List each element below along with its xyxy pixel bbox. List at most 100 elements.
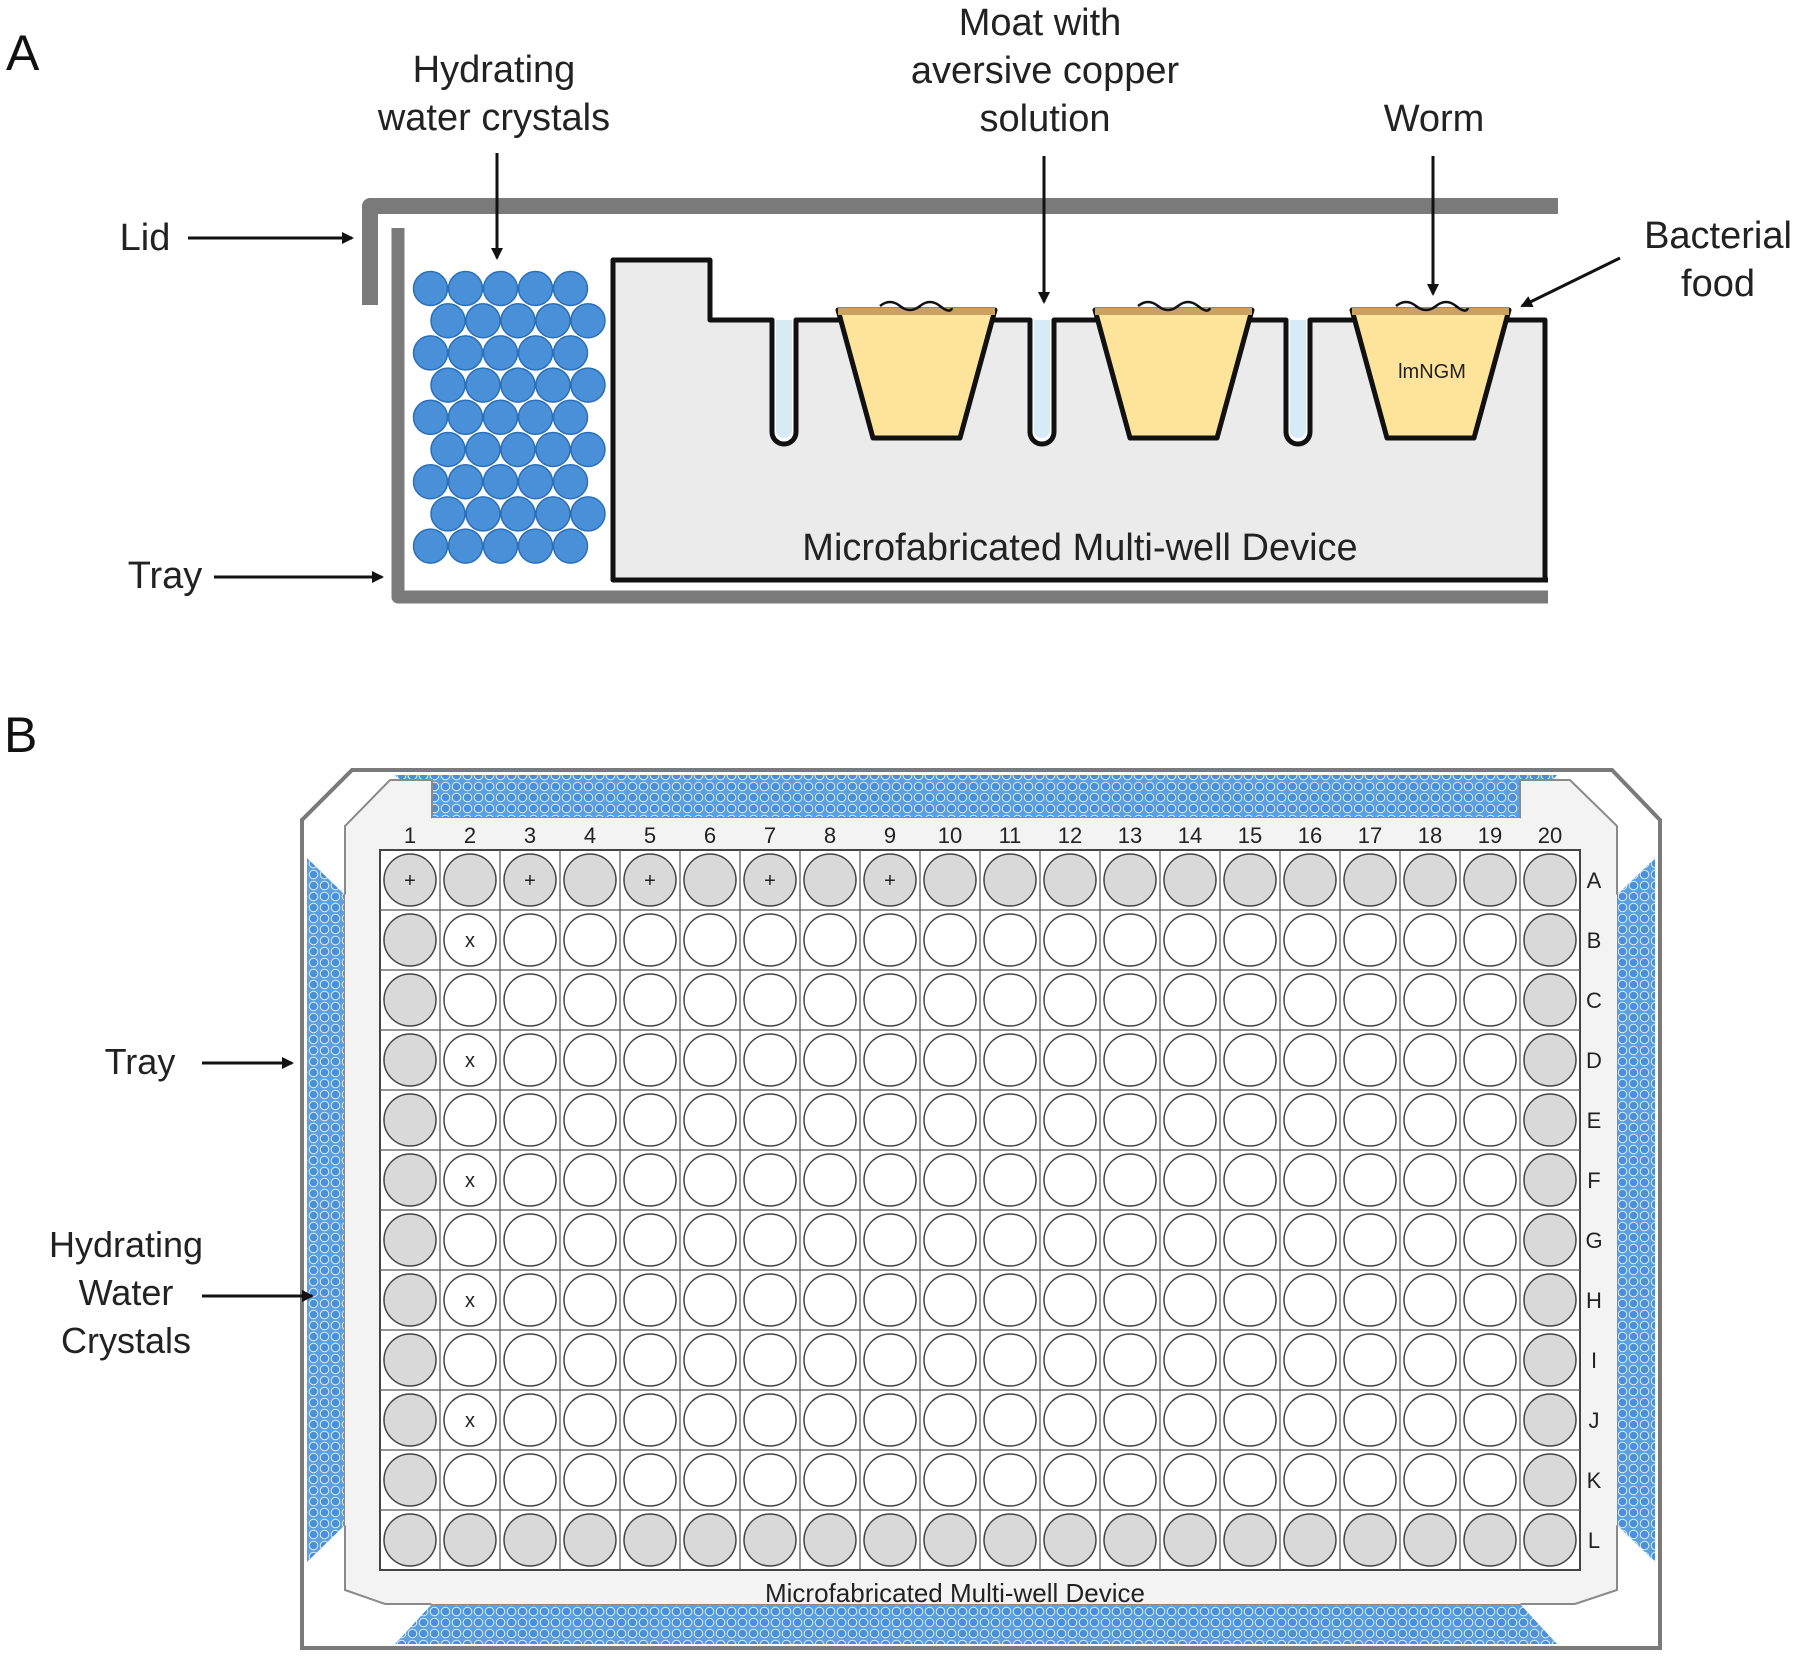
- well-C6: [683, 973, 737, 1027]
- water-crystal: [430, 367, 466, 403]
- well-F2: [443, 1153, 497, 1207]
- well-B2: [443, 913, 497, 967]
- well-K5: [623, 1453, 677, 1507]
- column-label: 19: [1478, 823, 1502, 848]
- well-A14: [1163, 853, 1217, 907]
- well-D14: [1163, 1033, 1217, 1087]
- well-F16: [1283, 1153, 1337, 1207]
- well-F6: [683, 1153, 737, 1207]
- well-B19: [1463, 913, 1517, 967]
- water-crystal: [430, 302, 466, 339]
- well-B13: [1103, 913, 1157, 967]
- row-label: K: [1587, 1468, 1602, 1493]
- well-J13: [1103, 1393, 1157, 1447]
- water-crystal: [517, 463, 554, 500]
- well-F10: [923, 1153, 977, 1207]
- water-crystal: [500, 302, 536, 339]
- well-a1: [835, 300, 998, 441]
- well-K1: [383, 1453, 437, 1507]
- well-K20: [1523, 1453, 1577, 1507]
- well-I17: [1343, 1333, 1397, 1387]
- well-C1: [383, 973, 437, 1027]
- well-D2: [443, 1033, 497, 1087]
- well-I4: [563, 1333, 617, 1387]
- well-L7: [743, 1513, 797, 1567]
- well-G13: [1103, 1213, 1157, 1267]
- well-L4: [563, 1513, 617, 1567]
- column-label: 14: [1178, 823, 1202, 848]
- well-G20: [1523, 1213, 1577, 1267]
- well-E10: [923, 1093, 977, 1147]
- well-F18: [1403, 1153, 1457, 1207]
- well-L15: [1223, 1513, 1277, 1567]
- x-mark: x: [465, 1050, 475, 1072]
- well-D1: [383, 1033, 437, 1087]
- well-I3: [503, 1333, 557, 1387]
- well-G7: [743, 1213, 797, 1267]
- food-label-line1: Bacterial: [1644, 215, 1792, 257]
- worm-icon: [879, 300, 954, 312]
- plus-mark: +: [524, 870, 536, 892]
- water-crystal: [412, 528, 449, 564]
- well-L20: [1523, 1513, 1577, 1567]
- well-K16: [1283, 1453, 1337, 1507]
- well-K19: [1463, 1453, 1517, 1507]
- well-I11: [983, 1333, 1037, 1387]
- water-crystal: [465, 302, 501, 339]
- well-D5: [623, 1033, 677, 1087]
- well-G18: [1403, 1213, 1457, 1267]
- well-A5: [623, 853, 677, 907]
- crystals-label-b-line2: Water: [79, 1272, 174, 1313]
- well-C8: [803, 973, 857, 1027]
- water-crystal: [552, 463, 589, 500]
- well-J18: [1403, 1393, 1457, 1447]
- water-crystal: [535, 367, 571, 403]
- well-I20: [1523, 1333, 1577, 1387]
- well-C13: [1103, 973, 1157, 1027]
- well-D15: [1223, 1033, 1277, 1087]
- well-A16: [1283, 853, 1337, 907]
- well-H16: [1283, 1273, 1337, 1327]
- well-E20: [1523, 1093, 1577, 1147]
- panel-b-letter: B: [4, 707, 37, 763]
- well-E6: [683, 1093, 737, 1147]
- well-E19: [1463, 1093, 1517, 1147]
- well-K15: [1223, 1453, 1277, 1507]
- well-J12: [1043, 1393, 1097, 1447]
- water-crystal-stack: [412, 270, 606, 564]
- well-B18: [1403, 913, 1457, 967]
- well-F17: [1343, 1153, 1397, 1207]
- water-crystal: [412, 335, 449, 371]
- column-label: 17: [1358, 823, 1382, 848]
- well-K9: [863, 1453, 917, 1507]
- column-label: 4: [584, 823, 596, 848]
- well-a2: [1092, 300, 1255, 441]
- well-A2: [443, 853, 497, 907]
- well-H20: [1523, 1273, 1577, 1327]
- crystals-label-b-line1: Hydrating: [49, 1224, 203, 1265]
- water-crystal: [447, 335, 484, 371]
- well-L13: [1103, 1513, 1157, 1567]
- well-J1: [383, 1393, 437, 1447]
- well-L1: [383, 1513, 437, 1567]
- well-A1: [383, 853, 437, 907]
- crystal-strip-right: [1617, 858, 1655, 1562]
- well-F4: [563, 1153, 617, 1207]
- worm-label: Worm: [1384, 98, 1485, 140]
- water-crystal: [430, 431, 466, 468]
- x-mark: x: [465, 1290, 475, 1312]
- well-C17: [1343, 973, 1397, 1027]
- well-H13: [1103, 1273, 1157, 1327]
- row-label: B: [1587, 928, 1602, 953]
- well-H1: [383, 1273, 437, 1327]
- row-label: D: [1586, 1048, 1602, 1073]
- well-A11: [983, 853, 1037, 907]
- well-K10: [923, 1453, 977, 1507]
- moat-label-line2: aversive copper: [911, 50, 1180, 92]
- water-crystal: [447, 463, 484, 500]
- well-F14: [1163, 1153, 1217, 1207]
- well-E11: [983, 1093, 1037, 1147]
- well-B9: [863, 913, 917, 967]
- well-D6: [683, 1033, 737, 1087]
- water-crystal: [517, 528, 554, 564]
